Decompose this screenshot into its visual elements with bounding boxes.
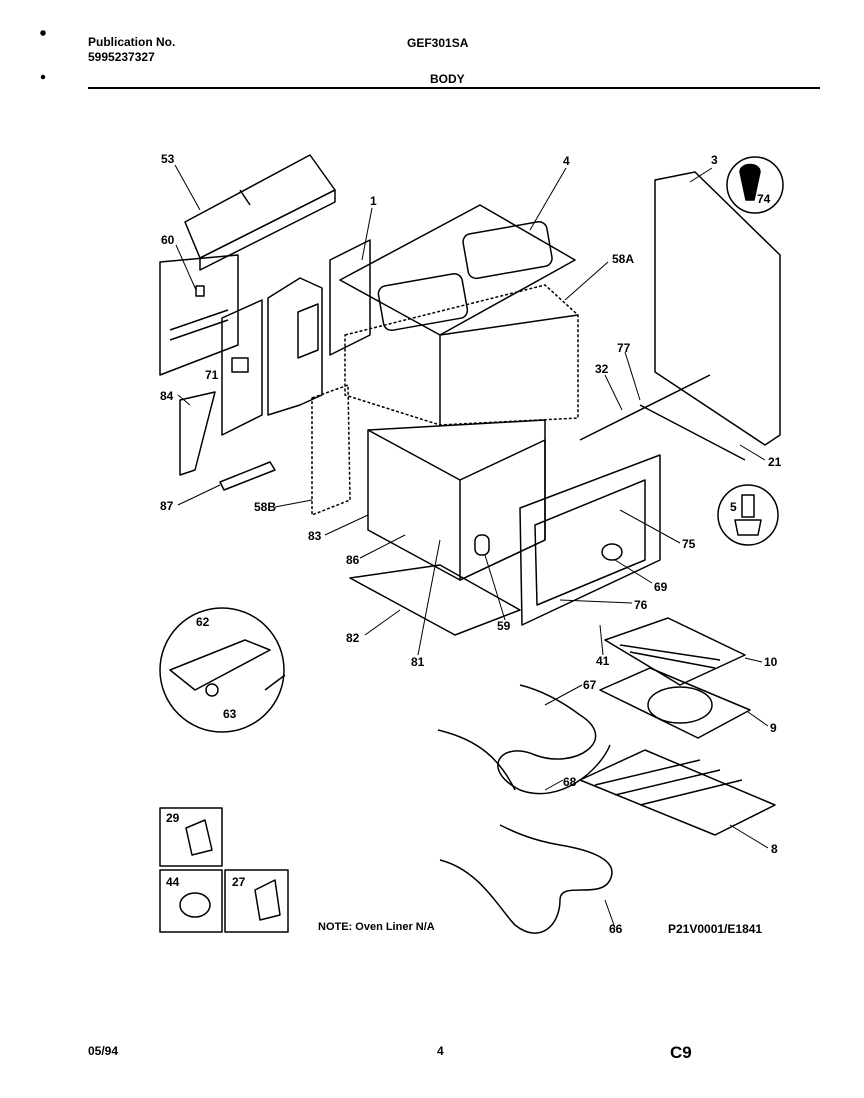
part-label: 60 xyxy=(161,233,175,247)
part-label: 10 xyxy=(764,655,778,669)
part-label: 27 xyxy=(232,875,246,889)
publication-number: 5995237327 xyxy=(88,50,155,64)
part-label: 87 xyxy=(160,499,174,513)
diagram-note: NOTE: Oven Liner N/A xyxy=(318,921,435,933)
footer-date: 05/94 xyxy=(88,1044,119,1058)
part-82-bottom-panel xyxy=(349,564,521,636)
page-code: C9 xyxy=(670,1043,692,1062)
part-label: 81 xyxy=(411,655,425,669)
part-label: 21 xyxy=(768,455,782,469)
part-label: 66 xyxy=(609,922,623,936)
part-label: 53 xyxy=(161,152,175,166)
page-number: 4 xyxy=(437,1044,444,1058)
part-label: 29 xyxy=(166,811,180,825)
part-62-block-callout xyxy=(159,607,286,733)
part-label: 76 xyxy=(634,598,648,612)
part-label: 9 xyxy=(770,721,777,735)
part-label: 8 xyxy=(771,842,778,856)
part-label: 32 xyxy=(595,362,609,376)
part-label: 83 xyxy=(308,529,322,543)
part-label: 3 xyxy=(711,153,718,167)
part-label: 63 xyxy=(223,707,237,721)
part-87-bottom-trim xyxy=(219,461,276,491)
part-label: 86 xyxy=(346,553,360,567)
part-67-element xyxy=(437,684,611,795)
part-3-side-panel xyxy=(654,171,781,446)
control-panels xyxy=(221,239,371,436)
part-label: 74 xyxy=(757,192,771,206)
inset-29 xyxy=(159,807,223,867)
part-label: 58A xyxy=(612,252,635,266)
part-label: 44 xyxy=(166,875,180,889)
part-4-cooktop xyxy=(339,204,576,336)
part-label: 62 xyxy=(196,615,210,629)
part-9-broil-pan xyxy=(599,667,751,739)
part-label: 5 xyxy=(730,500,737,514)
part-76-front-frame xyxy=(519,454,661,626)
inset-27 xyxy=(224,869,289,933)
part-58b-insulation xyxy=(311,384,351,516)
drawing-id: P21V0001/E1841 xyxy=(668,922,763,936)
part-71-back-panel xyxy=(159,254,239,376)
publication-label: Publication No. xyxy=(88,35,176,49)
part-5-leveler-callout xyxy=(717,484,779,546)
part-label: 1 xyxy=(370,194,377,208)
model-number: GEF301SA xyxy=(407,36,469,50)
part-label: 84 xyxy=(160,389,174,403)
part-8-oven-rack xyxy=(579,749,776,836)
part-label: 68 xyxy=(563,775,577,789)
part-66-wire xyxy=(439,824,613,934)
part-10-broil-grid xyxy=(604,617,746,686)
part-label: 67 xyxy=(583,678,597,692)
part-label: 69 xyxy=(654,580,668,594)
part-label: 75 xyxy=(682,537,696,551)
part-label: 77 xyxy=(617,341,631,355)
part-label: 71 xyxy=(205,368,219,382)
part-label: 41 xyxy=(596,654,610,668)
part-58a-insulation xyxy=(344,284,579,426)
part-53-top-trim xyxy=(184,154,336,271)
part-32-rail xyxy=(579,374,746,461)
part-84-bracket xyxy=(179,391,216,476)
part-label: 82 xyxy=(346,631,360,645)
part-label: 4 xyxy=(563,154,570,168)
oven-cavity xyxy=(367,419,546,581)
part-74-screw-callout xyxy=(726,156,784,214)
part-label: 59 xyxy=(497,619,511,633)
part-label: 58B xyxy=(254,500,277,514)
inset-44 xyxy=(159,869,223,933)
section-title: BODY xyxy=(430,72,465,86)
leader-lines xyxy=(174,164,769,929)
